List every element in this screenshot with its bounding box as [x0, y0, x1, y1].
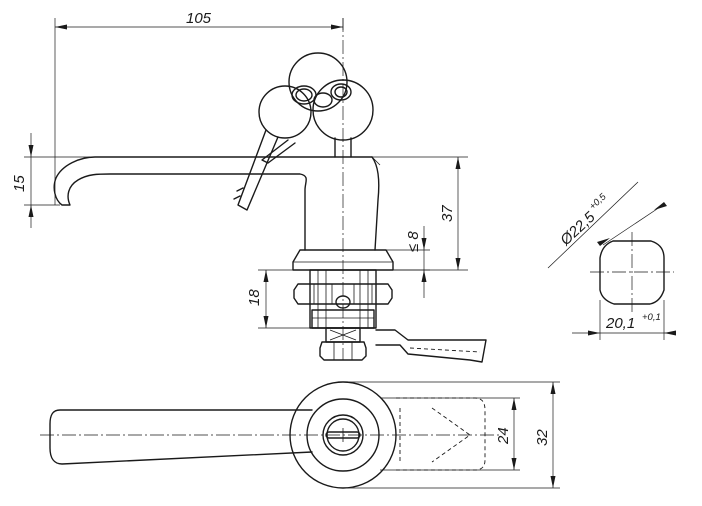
- outer-width-label: 32: [534, 429, 551, 446]
- dimension-body-height: 37: [372, 156, 468, 271]
- cam-hidden-outline: [396, 397, 486, 471]
- inner-width-label: 24: [495, 427, 512, 445]
- dimension-handle-height: 15: [11, 133, 90, 228]
- max-panel-label: ≤ 8: [405, 231, 422, 252]
- dimension-max-panel: ≤ 8: [386, 226, 430, 298]
- diameter-tolerance: +0,5: [587, 191, 609, 212]
- thread-length-label: 18: [246, 289, 263, 306]
- overall-length-label: 105: [186, 10, 212, 27]
- handle-height-label: 15: [11, 175, 28, 192]
- dimension-overall-length: 105: [54, 10, 344, 205]
- keys: [233, 52, 374, 211]
- dimension-thread-length: 18: [246, 269, 430, 329]
- dimension-outer-width: 32: [343, 381, 560, 489]
- dimension-inner-width: 24: [380, 397, 520, 471]
- across-flats-label: 20,1: [605, 315, 635, 332]
- across-flats-tolerance: +0,1: [642, 312, 661, 323]
- panel-cutout-detail: 20,1 +0,1 Ø22,5 +0,5: [547, 181, 676, 340]
- nut-stack: [292, 249, 394, 361]
- diameter-label: Ø22,5: [556, 208, 599, 249]
- cam-latch: [375, 329, 487, 363]
- body-height-label: 37: [439, 205, 456, 222]
- lever-handle-side: [53, 156, 381, 251]
